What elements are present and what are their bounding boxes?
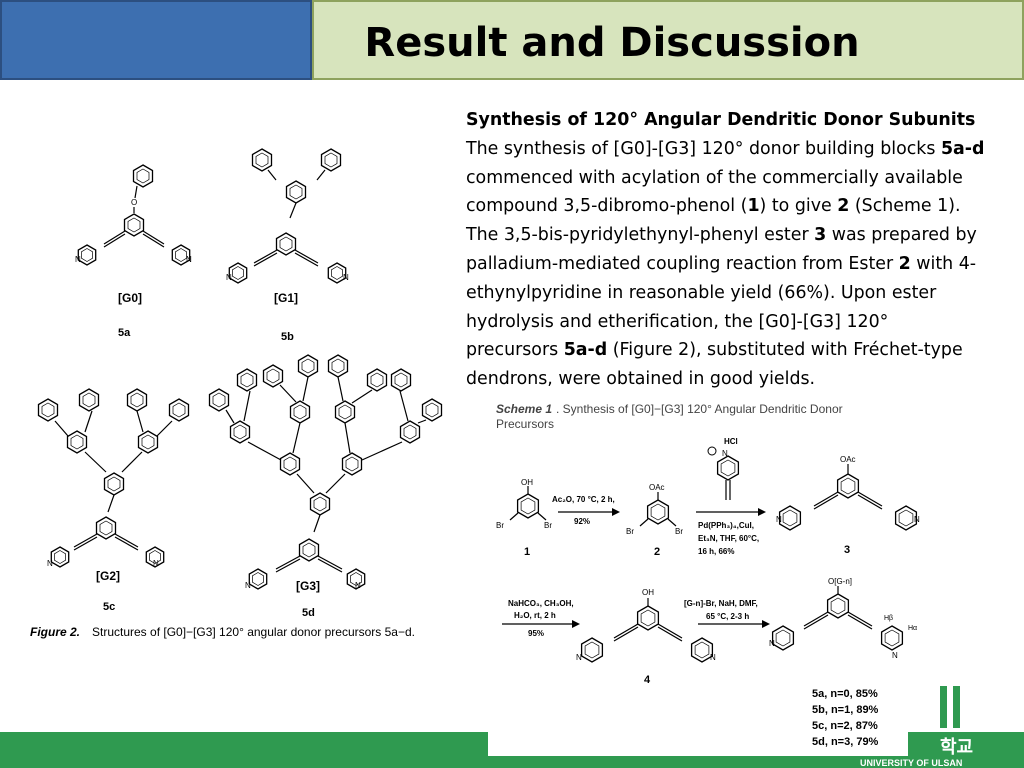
svg-text:N: N: [355, 581, 361, 590]
body-text: Synthesis of 120° Angular Dendritic Dono…: [466, 106, 986, 394]
structure-g3: N N: [208, 354, 443, 590]
svg-text:O: O: [131, 198, 137, 207]
cmp2-label: 2: [654, 546, 660, 558]
step3-yield: 95%: [528, 629, 544, 638]
cmp4-label: 4: [644, 674, 651, 686]
step1-yield: 92%: [574, 517, 590, 526]
cmp4-oh: OH: [642, 588, 654, 597]
step3-reagent1: NaHCO₃, CH₃OH,: [508, 599, 574, 608]
yields-list: 5a, n=0, 85% 5b, n=1, 89% 5c, n=2, 87% 5…: [812, 686, 878, 750]
structure-g2: N N: [37, 388, 190, 568]
step2-reagent2: Et₃N, THF, 60°C,: [698, 534, 759, 543]
label-5b: 5b: [281, 331, 294, 343]
label-g1: [G1]: [274, 291, 298, 305]
reagent-pyridine: [707, 446, 740, 500]
step2-reagent3: 16 h, 66%: [698, 547, 734, 556]
body-seg: with 4-ethynylpyridine in reasonable yie…: [466, 253, 977, 361]
body-bold: 2: [837, 196, 850, 217]
scheme1: Scheme 1 . Synthesis of [G0]−[G3] 120° A…: [496, 402, 920, 686]
figure2-caption-text: Structures of [G0]−[G3] 120° angular don…: [92, 625, 415, 639]
compound-4: [580, 598, 714, 663]
cmp1-br-right: Br: [544, 521, 552, 530]
scheme1-caption-text: . Synthesis of [G0]−[G3] 120° Angular De…: [556, 402, 843, 416]
arrow-3-head: [572, 620, 580, 628]
svg-text:N: N: [226, 273, 232, 282]
label-g3: [G3]: [296, 579, 320, 593]
footer-white-panel: [488, 732, 908, 756]
cmp3-label: 3: [844, 544, 850, 556]
step2-reagent1: Pd(PPh₃)₄,CuI,: [698, 521, 754, 530]
body-seg: (Scheme 1). The 3,5-bis-pyridylethynyl-p…: [466, 196, 961, 246]
cmp1-label: 1: [524, 546, 530, 558]
cmp2-br-left: Br: [626, 527, 634, 536]
yield-5a: 5a, n=0, 85%: [812, 688, 878, 700]
svg-text:N: N: [245, 581, 251, 590]
cmp3-n-right: N: [914, 515, 920, 524]
product-n-left: N: [769, 639, 775, 648]
label-g2: [G2]: [96, 569, 120, 583]
section-heading: Synthesis of 120° Angular Dendritic Dono…: [466, 110, 976, 130]
label-5a: 5a: [118, 327, 131, 339]
cmp3-oac: OAc: [840, 455, 856, 464]
yield-5c: 5c, n=2, 87%: [812, 720, 878, 732]
body-bold: 2: [898, 253, 911, 274]
step1-reagent: Ac₂O, 70 °C, 2 h,: [552, 495, 615, 504]
cmp2-br-right: Br: [675, 527, 683, 536]
compound-1: [509, 486, 547, 521]
cmp1-br-left: Br: [496, 521, 504, 530]
cmp4-n-left: N: [576, 653, 582, 662]
logo-korean-text: 학교: [940, 737, 974, 758]
university-logo-icon: [940, 686, 960, 728]
reagent-hcl: HCl: [724, 437, 738, 446]
scheme1-caption-label: Scheme 1: [496, 402, 552, 416]
figure2-structures: O N N [G0] 5a N N [G1] 5b: [30, 148, 443, 639]
svg-text:N: N: [47, 559, 53, 568]
cmp1-oh: OH: [521, 478, 533, 487]
compound-2: [639, 492, 677, 527]
slide-title: Result and Discussion: [364, 20, 860, 66]
arrow-1-head: [612, 508, 620, 516]
structure-g1: N N: [226, 148, 349, 284]
body-bold: 5a-d: [563, 340, 608, 361]
body-seg: (Figure 2), substituted with Fréchet-typ…: [466, 340, 963, 390]
body-bold: 5a-d: [940, 138, 985, 159]
arrow-4-head: [762, 620, 770, 628]
yield-5d: 5d, n=3, 79%: [812, 736, 879, 748]
svg-text:N: N: [75, 255, 81, 264]
body-bold: 3: [814, 225, 827, 246]
step4-reagent2: 65 °C, 2-3 h: [706, 612, 749, 621]
label-5d: 5d: [302, 607, 315, 619]
header-blue-block: [0, 0, 312, 80]
product-og: O[G-n]: [828, 577, 852, 586]
svg-text:N: N: [153, 559, 159, 568]
figure2-caption-label: Figure 2.: [30, 625, 80, 639]
label-5c: 5c: [103, 601, 115, 613]
product-5: [771, 586, 904, 651]
product-ha: Hα: [908, 625, 917, 632]
body-seg: was prepared by palladium-mediated coupl…: [466, 225, 977, 274]
label-g0: [G0]: [118, 291, 142, 305]
cmp4-n-right: N: [710, 653, 716, 662]
cmp2-oac: OAc: [649, 483, 665, 492]
product-hb: Hβ: [884, 615, 893, 622]
body-seg: commenced with acylation of the commerci…: [466, 167, 963, 217]
reagent-n: N: [722, 449, 728, 458]
svg-text:N: N: [186, 255, 192, 264]
step4-reagent1: [G-n]-Br, NaH, DMF,: [684, 599, 758, 608]
step3-reagent2: H₂O, rt, 2 h: [514, 611, 556, 620]
body-seg: ) to give: [759, 196, 838, 217]
body-bold: 1: [747, 196, 760, 217]
university-name: UNIVERSITY OF ULSAN: [860, 758, 963, 768]
svg-text:N: N: [343, 273, 349, 282]
body-seg: The synthesis of [G0]-[G3] 120° donor bu…: [466, 138, 941, 159]
header-green-block: [312, 0, 1024, 80]
yield-5b: 5b, n=1, 89%: [812, 704, 879, 716]
cmp3-n-left: N: [776, 515, 782, 524]
product-n-right: N: [892, 651, 898, 660]
structure-g0: O N N: [75, 164, 192, 266]
arrow-2-head: [758, 508, 766, 516]
compound-3: [778, 464, 918, 531]
scheme1-caption-text2: Precursors: [496, 417, 554, 431]
